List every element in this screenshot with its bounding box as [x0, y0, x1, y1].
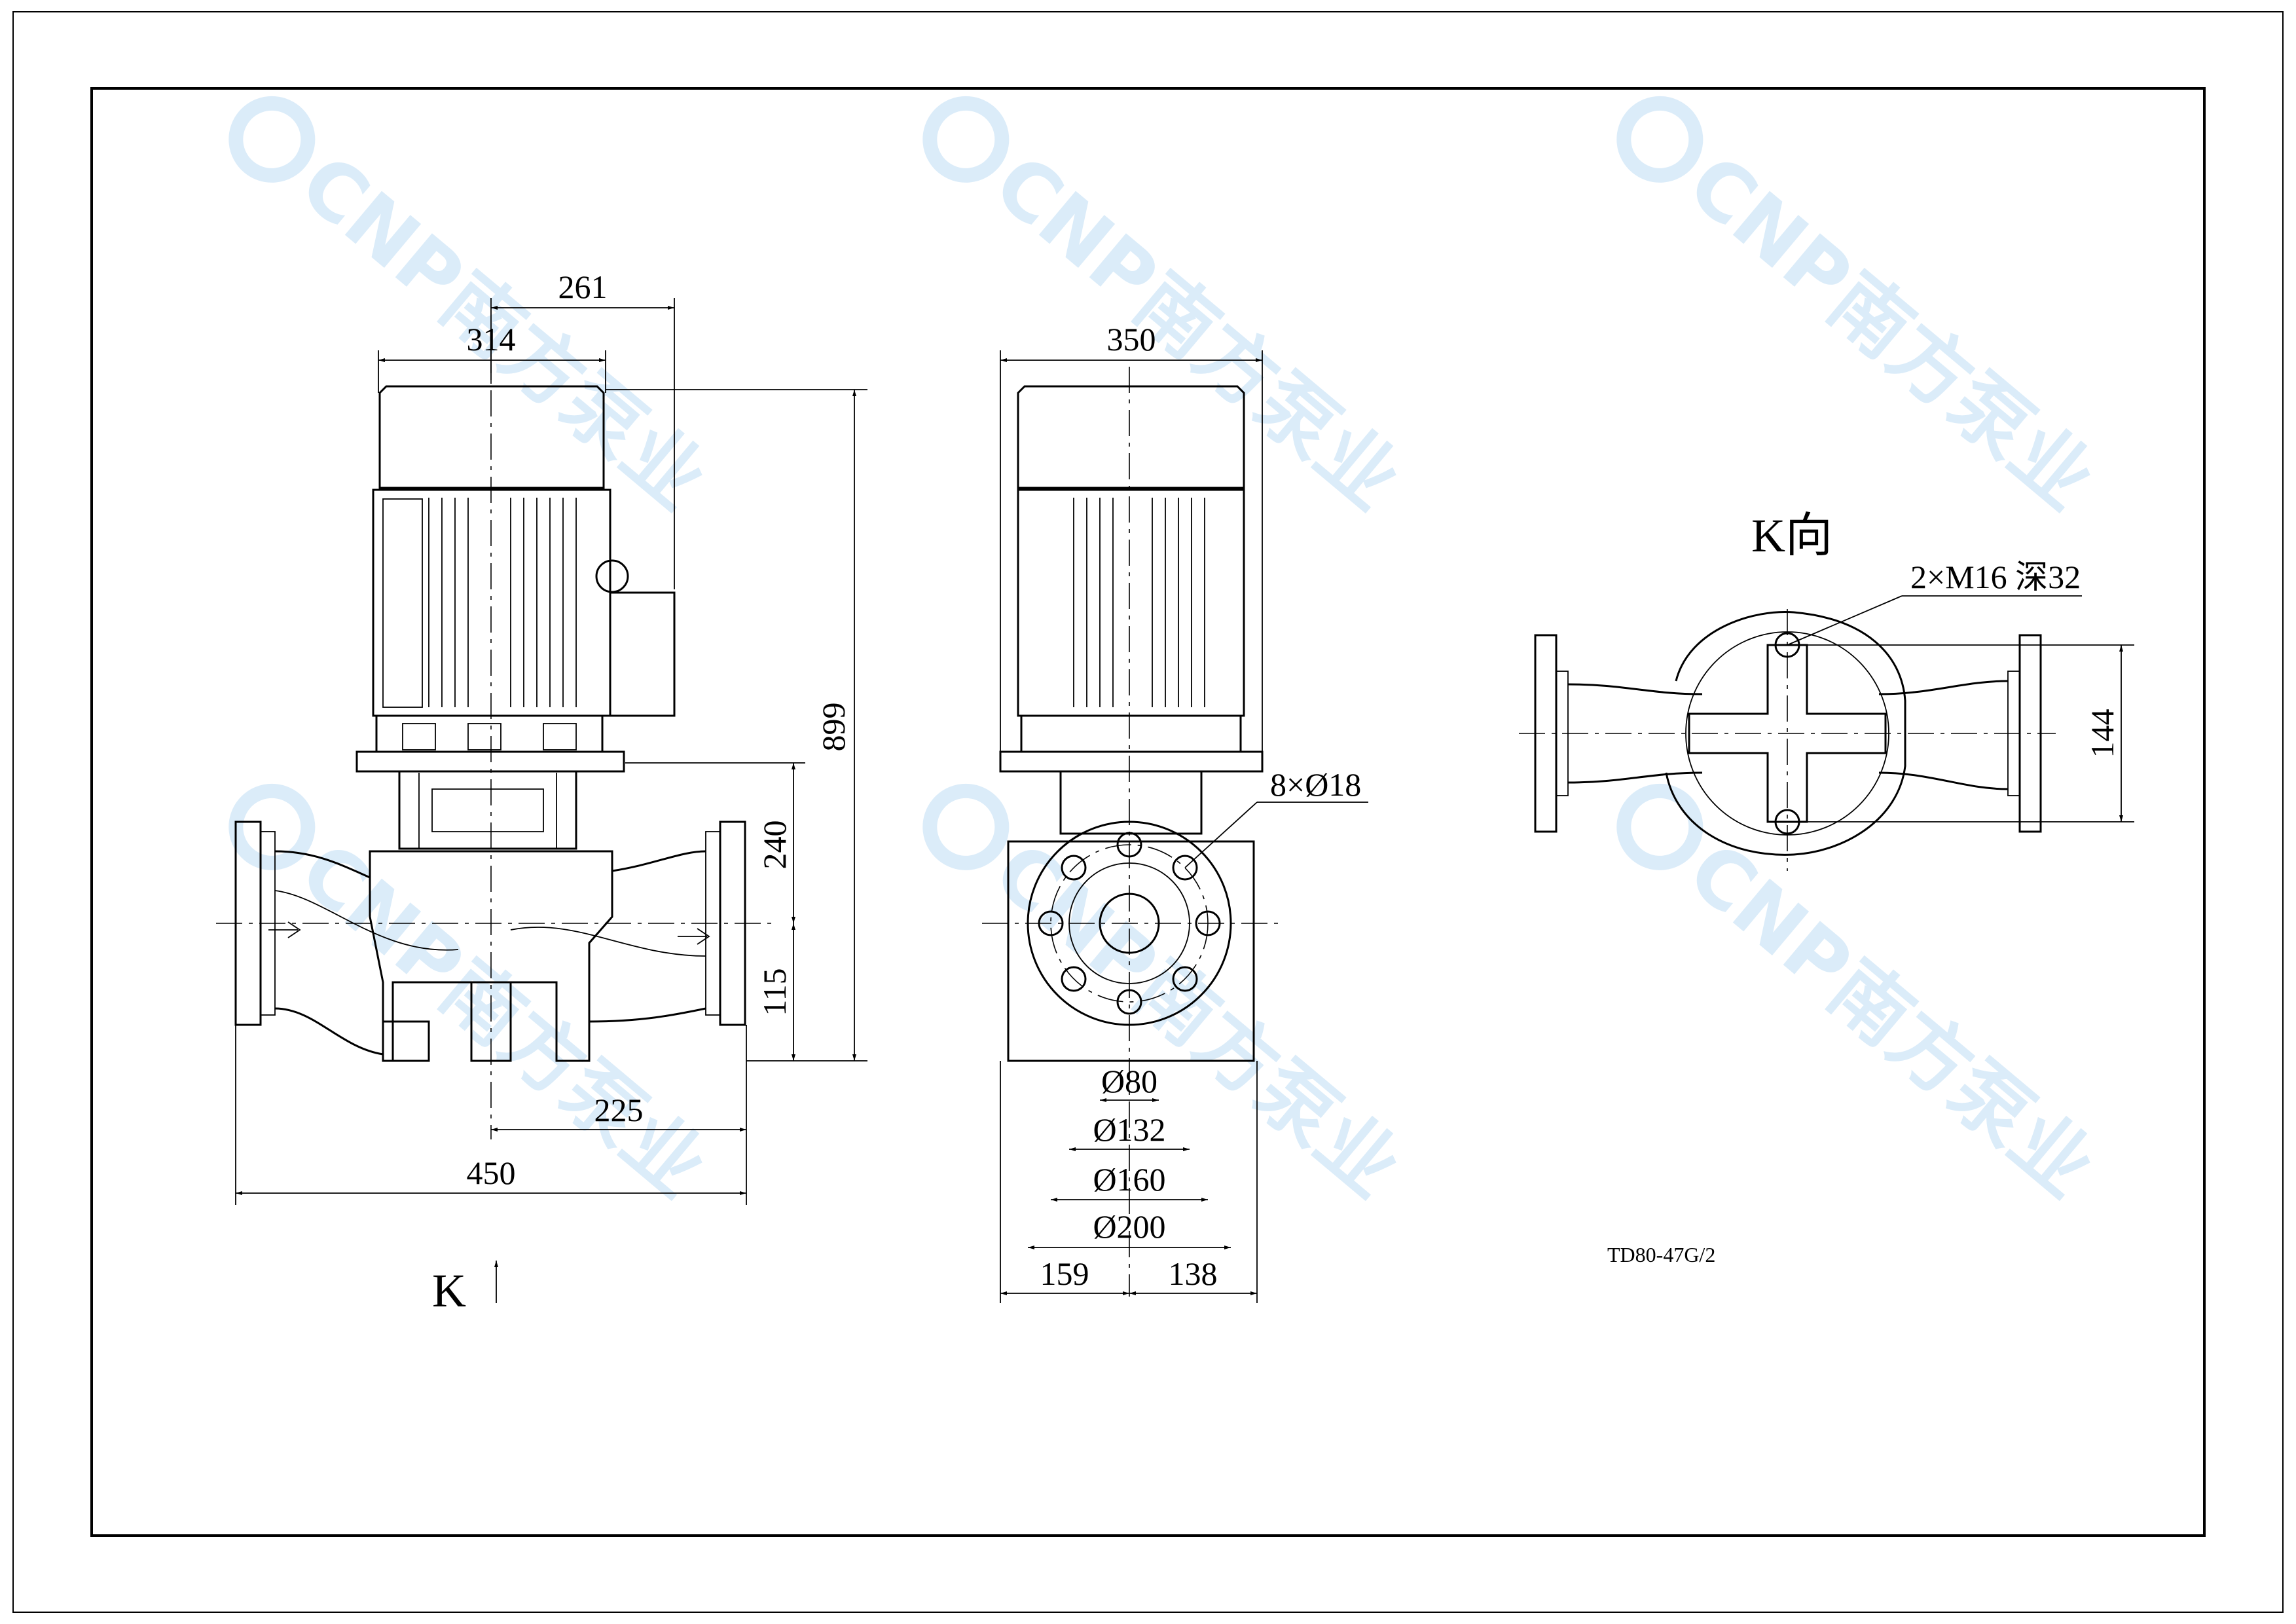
k-note: 2×M16 深32: [1910, 559, 2081, 595]
watermark-cn: 南方泵业: [1118, 256, 1417, 528]
watermark-3: CNP 南方泵业: [1616, 96, 2111, 528]
watermark-5: CNP 南方泵业: [922, 783, 1417, 1215]
watermark-cn: 南方泵业: [1812, 256, 2111, 528]
motor-cap: [378, 385, 605, 489]
dim-261: 261: [558, 268, 608, 305]
motor-fins: [428, 498, 577, 707]
motor-body: [372, 489, 611, 717]
side-motor-cap-outline: [1017, 385, 1245, 489]
dim-314: 314: [467, 321, 516, 358]
k-pipe-upper: [1567, 680, 2009, 695]
side-bracket: [1059, 770, 1203, 835]
bolt-hole: [1172, 855, 1198, 881]
motor-foot-block-3: [543, 723, 577, 750]
dim-138: 138: [1169, 1255, 1218, 1292]
dim-240: 240: [756, 821, 793, 870]
motor-fins-left-panel: [382, 498, 423, 708]
watermark-1: CNP 南方泵业: [228, 96, 723, 528]
k-view-title: K向: [1751, 509, 1832, 562]
side-view: 350 8×Ø18 Ø80 Ø132 Ø160 Ø200 159 138: [982, 321, 1368, 1303]
watermark-2: CNP 南方泵业: [922, 96, 1417, 528]
view-marker-k: K: [432, 1264, 466, 1317]
leader-holes: [1184, 802, 1258, 868]
side-motor-fins: [1073, 498, 1205, 707]
pump-foot-left: [382, 1020, 430, 1062]
terminal-box: [609, 591, 676, 717]
side-mounting-plate: [999, 750, 1264, 773]
dim-115: 115: [756, 968, 793, 1016]
dim-144: 144: [2084, 709, 2121, 758]
inner-frame: [90, 87, 2206, 1537]
watermark-logo-icon: [228, 96, 316, 183]
bracket-detail: [418, 773, 557, 848]
dim-159: 159: [1040, 1255, 1089, 1292]
k-view: K向 2×M16 深32 144: [1519, 509, 2134, 871]
bolt-hole: [1172, 966, 1198, 992]
outer-border: [12, 11, 2284, 1613]
watermark-logo-icon: [1616, 96, 1704, 183]
dim-350: 350: [1107, 321, 1156, 358]
bolt-hole: [1061, 966, 1087, 992]
watermark-logo-icon: [922, 783, 1010, 870]
bolt-hole: [1061, 855, 1087, 881]
model-label: TD80-47G/2: [1607, 1243, 1715, 1266]
dim-450: 450: [467, 1154, 516, 1191]
watermark-logo-icon: [922, 96, 1010, 183]
dim-d200: Ø200: [1093, 1208, 1165, 1245]
mounting-plate: [355, 750, 625, 773]
motor-foot: [375, 714, 604, 753]
dim-d160: Ø160: [1093, 1161, 1165, 1198]
inlet-pipe: [274, 850, 384, 1056]
side-motor-foot: [1020, 714, 1242, 753]
motor-foot-block-2: [467, 723, 501, 750]
dim-d132: Ø132: [1093, 1111, 1165, 1148]
watermark-cn: 南方泵业: [1812, 944, 2111, 1215]
bracket: [398, 770, 577, 850]
pump-casing: [369, 850, 613, 1062]
outlet-pipe: [589, 850, 706, 1023]
dim-899: 899: [815, 703, 852, 752]
k-volute: [1665, 610, 1906, 856]
side-motor-body: [1017, 489, 1245, 717]
watermark-4: CNP 南方泵业: [228, 783, 723, 1215]
k-pipe-lower: [1567, 771, 2009, 790]
motor-foot-block-1: [402, 723, 436, 750]
dim-d80: Ø80: [1101, 1063, 1157, 1099]
side-pump-casing: [1007, 840, 1255, 1062]
leader-note: [1787, 595, 1903, 646]
dim-225: 225: [594, 1092, 644, 1128]
watermark-logo-icon: [228, 783, 316, 870]
lifting-eye-icon: [595, 559, 629, 593]
watermark-logo-icon: [1616, 783, 1704, 870]
front-view: 261 314 899 240 115 225 450 K: [216, 268, 867, 1317]
dim-holes: 8×Ø18: [1270, 766, 1361, 803]
watermark-group: CNP 南方泵业 CNP 南方泵业 CNP 南方泵业 CNP 南方泵业 CNP …: [228, 96, 2111, 1215]
flow-arrow-outlet-icon: [678, 928, 710, 945]
flow-arrow-inlet-icon: [268, 921, 301, 938]
internal-passage: [274, 890, 706, 957]
